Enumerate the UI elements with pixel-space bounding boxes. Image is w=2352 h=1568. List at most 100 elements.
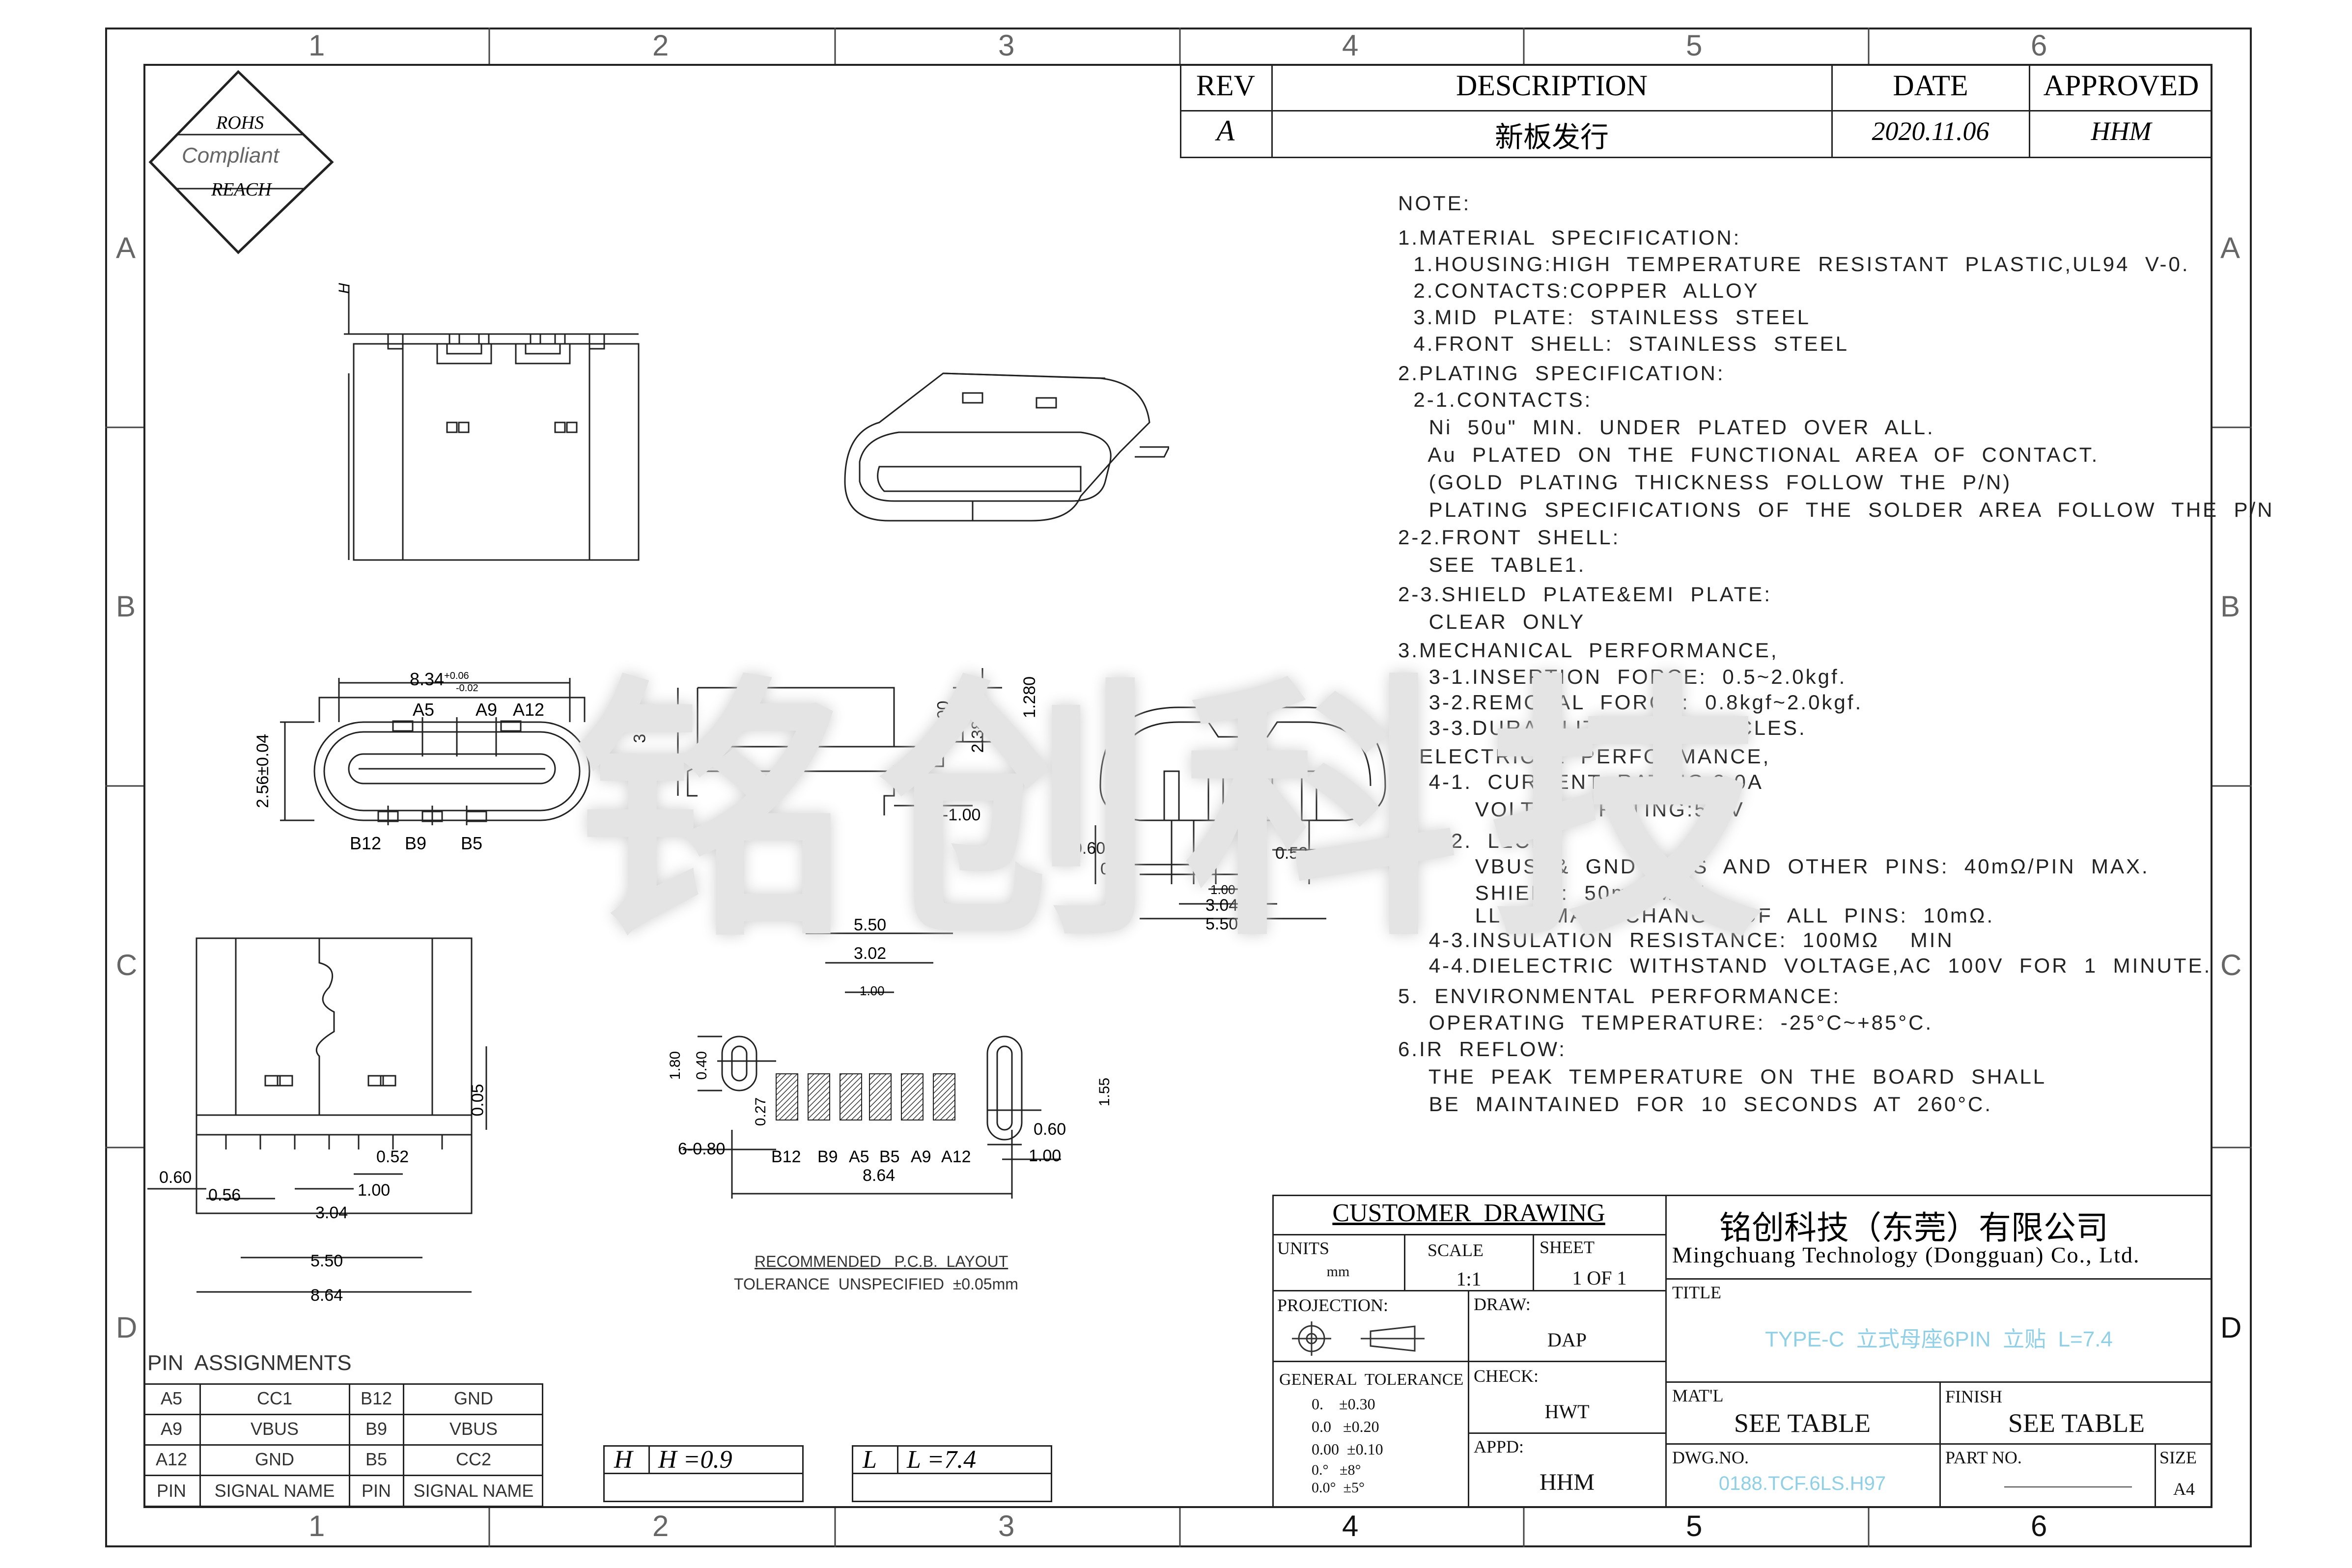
title-block-divider [1665, 1443, 2212, 1445]
units-value: mm [1326, 1263, 1350, 1280]
title-block-border [1272, 1195, 2212, 1508]
notes-block: NOTE: 1.MATERIAL SPECIFICATION: 1.HOUSIN… [1398, 192, 2272, 1125]
pin-label-b12: B12 [350, 833, 382, 853]
sheet-value: 1 OF 1 [1572, 1267, 1627, 1289]
zone-col-label: 5 [1686, 1510, 1703, 1542]
drawing-number-label: DWG.NO. [1672, 1448, 1749, 1467]
signal-cell: VBUS [449, 1419, 498, 1439]
title-block-divider [1272, 1361, 1469, 1362]
outer-frame [105, 28, 2252, 1547]
pcb-dim-100b: 1.00 [1029, 1147, 1062, 1165]
pcb-tolerance-note: TOLERANCE UNSPECIFIED ±0.05mm [734, 1275, 1018, 1293]
company-name-en: Mingchuang Technology (Dongguan) Co., Lt… [1672, 1242, 2140, 1267]
description-value: 新板发行 [1494, 121, 1609, 153]
h-box-divider [648, 1445, 650, 1474]
appd-label: APPD: [1474, 1437, 1524, 1456]
dim-256: 2.56±0.04 [253, 733, 273, 809]
note-line: SHIELD: 50mΩ/MAX. [1398, 881, 1714, 904]
tolerance-row: 0. ±0.30 [1312, 1395, 1375, 1413]
title-block-divider [1404, 1234, 1405, 1290]
dim-834-tol-low: -0.02 [456, 683, 478, 694]
pcb-dim-040: 0.40 [694, 1051, 710, 1080]
rear-view-drawing [1094, 706, 1386, 920]
note-line: VOLTAGE RATING:5.0V [1398, 798, 1745, 821]
pcb-layout-title: RECOMMENDED P.C.B. LAYOUT [755, 1253, 1008, 1270]
side-profile-drawing [677, 668, 1002, 815]
size-label: SIZE [2159, 1448, 2197, 1467]
draw-label: DRAW: [1474, 1294, 1531, 1314]
material-value: SEE TABLE [1734, 1408, 1871, 1438]
l-value: L =7.4 [907, 1446, 977, 1474]
front-outline-drawing [280, 678, 590, 825]
front-view-drawing [344, 285, 640, 561]
pcb-layout-drawing [683, 932, 1061, 1199]
note-line: 4-3.INSULATION RESISTANCE: 100MΩ MIN [1398, 928, 1954, 952]
rev-col-divider [1271, 64, 1273, 158]
zone-col-label: 6 [2031, 29, 2047, 62]
pin-label-b5: B5 [461, 833, 483, 853]
side-dim-100: 1.00 [358, 1181, 391, 1200]
sheet-label: SHEET [1540, 1237, 1595, 1257]
title-block-divider [1533, 1234, 1534, 1290]
reach-text: REACH [211, 179, 272, 200]
pin-assignments-title: PIN ASSIGNMENTS [147, 1351, 352, 1375]
side-dim-060: 0.60 [159, 1168, 192, 1187]
zone-col-label: 1 [308, 1510, 325, 1542]
title-block-divider [1939, 1381, 1941, 1508]
pin-table-divider [199, 1383, 201, 1507]
side-dim-056: 0.56 [208, 1186, 241, 1204]
zone-row-label: D [2220, 1311, 2242, 1344]
finish-label: FINISH [1945, 1387, 2003, 1406]
note-line: 2.PLATING SPECIFICATION: [1398, 362, 1725, 385]
general-tolerance-label: GENERAL TOLERANCE [1279, 1371, 1464, 1389]
approved-header: APPROVED [2043, 69, 2199, 102]
note-line: 5. ENVIRONMENTAL PERFORMANCE: [1398, 984, 1841, 1008]
h-dim-label: H [336, 283, 352, 294]
title-block-divider [1665, 1381, 2212, 1383]
signal-header: SIGNAL NAME [214, 1481, 335, 1501]
side-dim-550: 5.50 [310, 1252, 343, 1270]
tolerance-row: 0.0° ±5° [1312, 1480, 1365, 1496]
dim-834: 8.34+0.06 [410, 669, 469, 689]
pin-cell: B9 [365, 1419, 388, 1439]
description-header: DESCRIPTION [1456, 69, 1648, 102]
pin-header: PIN [361, 1481, 391, 1501]
pcb-dim-027: 0.27 [753, 1097, 769, 1126]
rev-col-divider [1831, 64, 1833, 158]
note-line: 3-1.INSERTION FORCE: 0.5~2.0kgf. [1398, 665, 1847, 688]
size-value: A4 [2173, 1479, 2195, 1499]
title-value: TYPE-C 立式母座6PIN 立贴 L=7.4 [1765, 1327, 2113, 1351]
note-line: 2.CONTACTS:COPPER ALLOY [1398, 279, 1760, 302]
note-line: 2-3.SHIELD PLATE&EMI PLATE: [1398, 583, 1772, 606]
projection-label: PROJECTION: [1277, 1295, 1389, 1315]
side-dim-052: 0.52 [376, 1148, 409, 1166]
pin-cell: B5 [365, 1449, 388, 1469]
zone-row-label: D [116, 1311, 138, 1344]
material-label: MAT'L [1672, 1386, 1724, 1405]
rohs-badge: ROHS Compliant REACH [147, 69, 334, 255]
note-line: 3.MECHANICAL PERFORMANCE, [1398, 639, 1779, 662]
pin-table-divider [143, 1475, 543, 1476]
rohs-text: ROHS [216, 112, 264, 133]
note-line: 4.ELECTRICAL PERFORMANCE, [1398, 745, 1771, 768]
note-line: CLEAR ONLY [1398, 610, 1586, 633]
side-dim-864: 8.64 [310, 1286, 343, 1305]
note-line: SEE TABLE1. [1398, 553, 1586, 576]
h-box-divider [603, 1473, 804, 1474]
note-line: PLATING SPECIFICATIONS OF THE SOLDER ARE… [1398, 498, 2274, 521]
pin-header: PIN [156, 1481, 186, 1501]
pin-cell: B12 [360, 1388, 392, 1408]
note-line: BE MAINTAINED FOR 10 SECONDS AT 260°C. [1398, 1092, 1993, 1116]
finish-value: SEE TABLE [2008, 1408, 2145, 1438]
company-name-cn: 铭创科技（东莞）有限公司 [1719, 1209, 2108, 1246]
pcb-pin-label: A9 [911, 1148, 931, 1166]
pcb-pin-label: B9 [817, 1148, 838, 1166]
note-line: 4-1. CURRENT RATING:3.0A [1398, 770, 1764, 793]
zone-row-label: C [2220, 949, 2242, 981]
pcb-dim-180: 1.80 [667, 1051, 684, 1080]
pcb-pin-label: A5 [849, 1148, 869, 1166]
draw-value: DAP [1547, 1329, 1587, 1351]
pcb-pin-label: B12 [771, 1148, 801, 1166]
pin-cell: A12 [155, 1449, 188, 1469]
pin-cell: A9 [160, 1419, 183, 1439]
